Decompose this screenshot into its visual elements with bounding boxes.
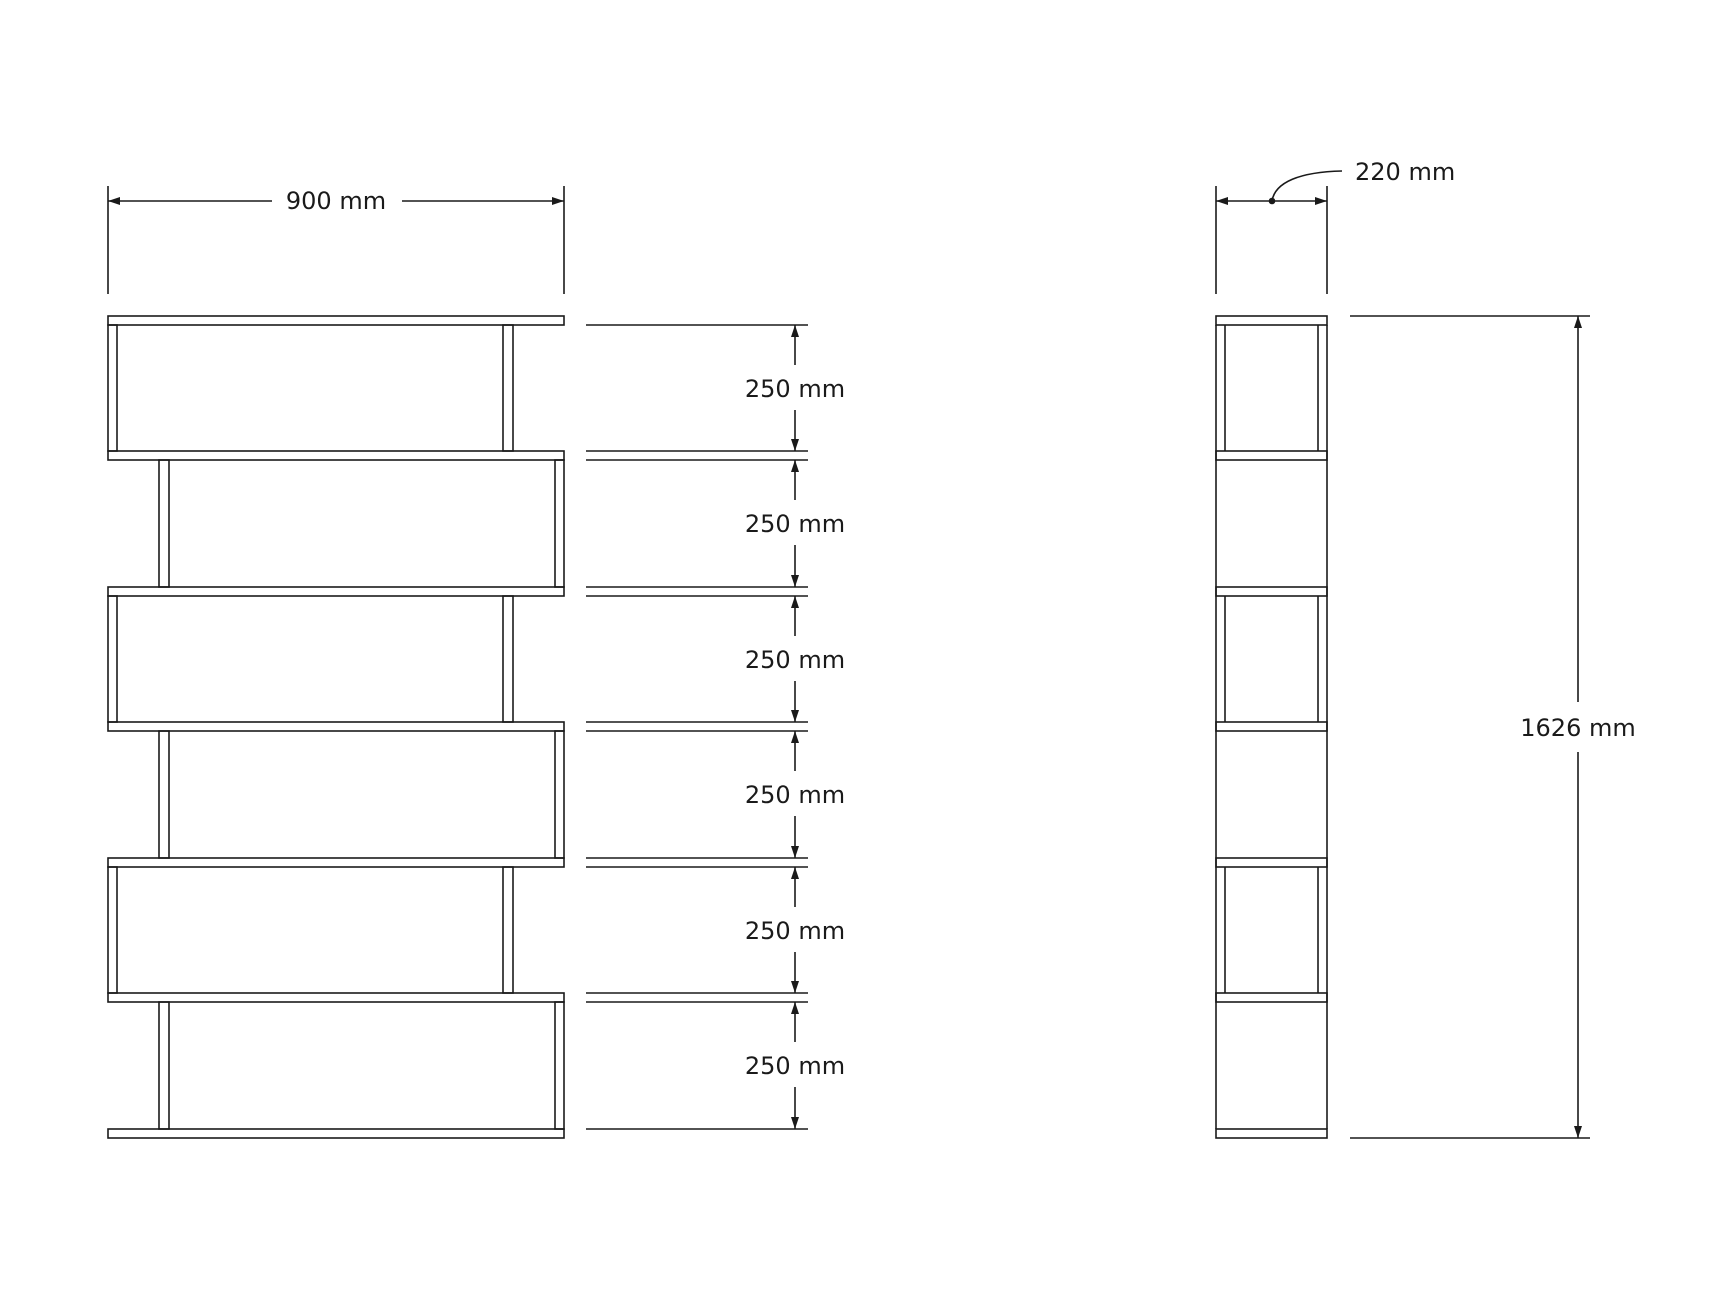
side-panels xyxy=(1215,325,1328,1129)
side-shelf-board xyxy=(1215,315,1328,326)
shelf-spacing-label: 250 mm xyxy=(745,781,845,809)
shelf-board xyxy=(107,450,565,461)
front-view: 900 mm xyxy=(107,186,845,1139)
depth-dimension xyxy=(1215,170,1343,294)
side-shelf-board xyxy=(1215,992,1328,1003)
side-panel xyxy=(158,730,170,859)
shelf-board xyxy=(107,992,565,1003)
side-panel xyxy=(107,324,118,452)
side-shelf-board xyxy=(1215,1128,1328,1139)
side-panel xyxy=(158,1001,170,1130)
shelf-board xyxy=(107,1128,565,1139)
width-dimension xyxy=(107,186,565,294)
side-panel xyxy=(554,459,565,588)
front-shelves xyxy=(107,315,565,1139)
side-panel xyxy=(158,459,170,588)
depth-leader-line xyxy=(1271,170,1343,202)
height-label: 1626 mm xyxy=(1520,714,1635,742)
shelf-spacing-label: 250 mm xyxy=(745,1052,845,1080)
front-panels xyxy=(107,324,565,1130)
height-dimension xyxy=(1350,315,1590,1139)
side-view: 220 mm 1 xyxy=(1215,158,1636,1139)
shelf-spacing-label: 250 mm xyxy=(745,510,845,538)
shelf-spacing-label: 250 mm xyxy=(745,375,845,403)
side-shelf-board xyxy=(1215,721,1328,732)
shelf-board xyxy=(107,857,565,868)
leader-dot xyxy=(1268,197,1276,205)
shelf-board xyxy=(107,586,565,597)
side-panel xyxy=(502,324,514,452)
shelf-board xyxy=(107,721,565,732)
shelf-board xyxy=(107,315,565,326)
shelf-spacing-label: 250 mm xyxy=(745,917,845,945)
side-panel xyxy=(502,866,514,994)
side-panel xyxy=(107,866,118,994)
side-panel xyxy=(107,595,118,723)
side-shelf-board xyxy=(1215,857,1328,868)
spacing-extension-lines xyxy=(586,324,808,1130)
side-shelf-board xyxy=(1215,450,1328,461)
side-panel xyxy=(554,1001,565,1130)
side-panel xyxy=(554,730,565,859)
side-shelves xyxy=(1215,315,1328,1139)
shelf-spacing-label: 250 mm xyxy=(745,646,845,674)
depth-label: 220 mm xyxy=(1355,158,1455,186)
width-label: 900 mm xyxy=(286,187,386,215)
side-shelf-board xyxy=(1215,586,1328,597)
side-panel xyxy=(502,595,514,723)
